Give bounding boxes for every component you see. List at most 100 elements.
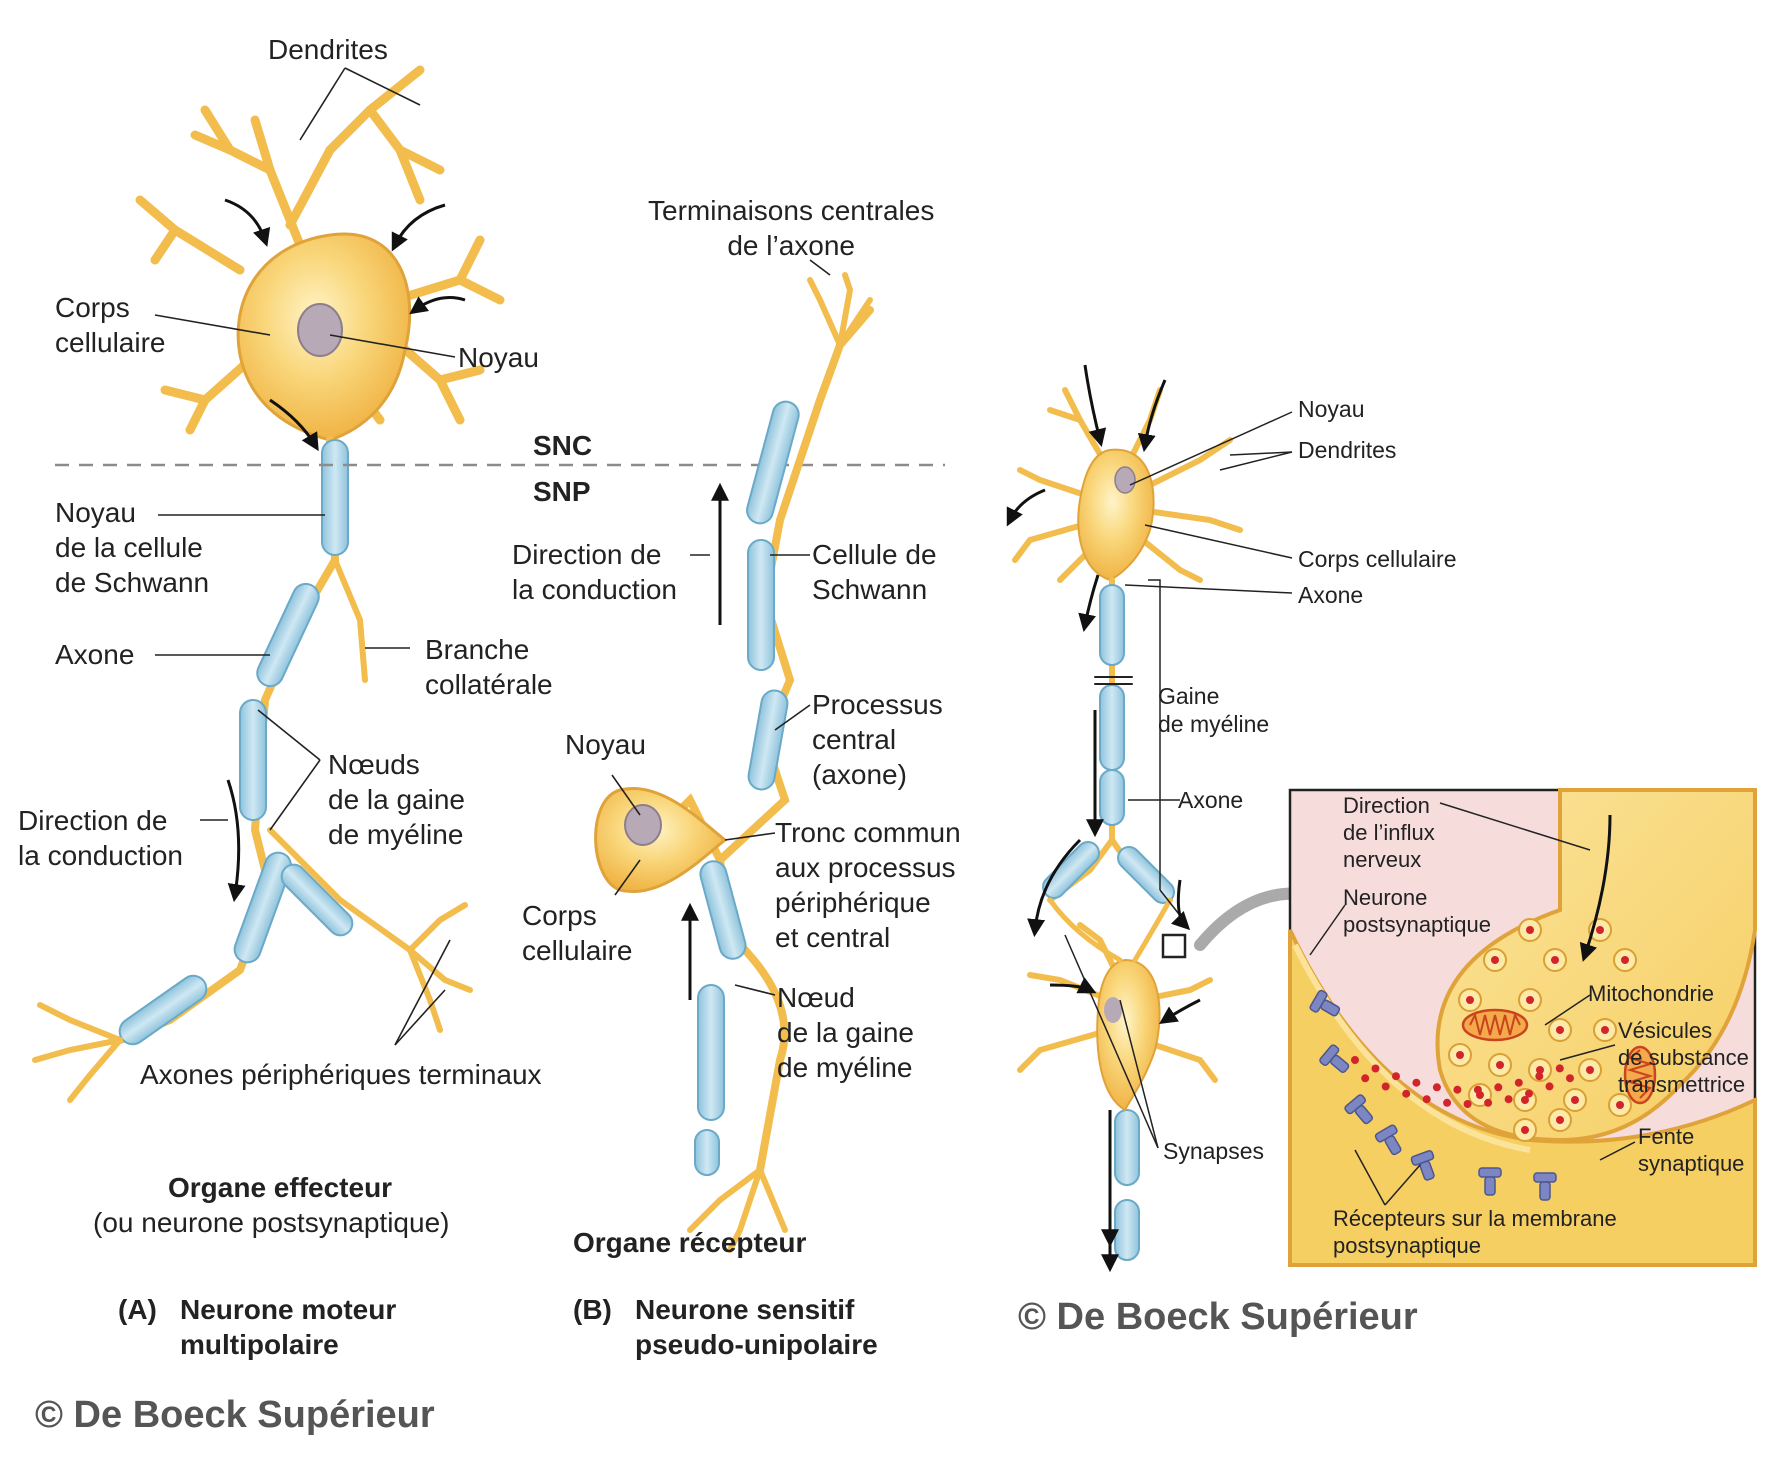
label-organe-effecteur-sub: (ou neurone postsynaptique) bbox=[93, 1207, 450, 1238]
neurotransmitter-dot bbox=[1381, 1082, 1390, 1091]
vesicle-core bbox=[1536, 1066, 1544, 1074]
neurotransmitter-dot bbox=[1402, 1089, 1411, 1098]
receptor-icon bbox=[1309, 989, 1557, 1201]
label-noyau: Noyau bbox=[458, 342, 539, 373]
label-processus-central: Processus central (axone) bbox=[812, 689, 943, 790]
label-snc: SNC bbox=[533, 430, 593, 461]
neurotransmitter-dot bbox=[1412, 1078, 1421, 1087]
vesicle-core bbox=[1551, 956, 1559, 964]
label-axones-terminaux: Axones périphériques terminaux bbox=[140, 1059, 542, 1090]
neurotransmitter-dot bbox=[1566, 1074, 1574, 1083]
panel-a-leaders bbox=[154, 67, 456, 1046]
vesicle-core bbox=[1526, 926, 1534, 934]
copyright-bottom: © De Boeck Supérieur bbox=[35, 1394, 435, 1436]
neurotransmitter-dots bbox=[1351, 1056, 1574, 1108]
receptor bbox=[1374, 1124, 1402, 1156]
label-noeud-b: Nœud de la gaine de myéline bbox=[777, 982, 915, 1083]
sensory-neuron bbox=[594, 272, 874, 1253]
vesicle-core bbox=[1456, 1051, 1464, 1059]
label-branche-collaterale: Branche collatérale bbox=[425, 634, 553, 700]
neurotransmitter-dot bbox=[1514, 1078, 1523, 1087]
myelin-sheath bbox=[694, 400, 800, 1176]
neurotransmitter-dot bbox=[1463, 1100, 1472, 1108]
vesicle-core bbox=[1521, 1126, 1529, 1134]
label-synapses: Synapses bbox=[1163, 1138, 1265, 1164]
label-corps-cellulaire: Corps cellulaire bbox=[55, 292, 166, 358]
neurotransmitter-dot bbox=[1361, 1074, 1370, 1083]
vesicle-core bbox=[1586, 1066, 1594, 1074]
vesicle-core bbox=[1496, 1061, 1504, 1069]
vesicle-core bbox=[1521, 1096, 1529, 1104]
myelin-sheath bbox=[118, 439, 354, 1046]
label-noyau-c: Noyau bbox=[1298, 396, 1365, 422]
label-vesicules: Vésicules de substance transmettrice bbox=[1618, 1018, 1749, 1097]
label-direction-conduction-b: Direction de la conduction bbox=[512, 539, 678, 605]
vesicle-core bbox=[1621, 956, 1629, 964]
neurotransmitter-dot bbox=[1443, 1098, 1452, 1107]
neurotransmitter-dot bbox=[1422, 1095, 1431, 1104]
neurotransmitter-dot bbox=[1392, 1072, 1400, 1081]
label-organe-recepteur: Organe récepteur bbox=[573, 1227, 807, 1258]
nucleus-icon bbox=[624, 804, 662, 846]
caption-b-text: Neurone sensitif pseudo-unipolaire bbox=[635, 1294, 878, 1360]
label-dendrites: Dendrites bbox=[268, 34, 388, 65]
neurotransmitter-dot bbox=[1494, 1083, 1503, 1092]
label-gaine-myeline: Gaine de myéline bbox=[1158, 683, 1270, 737]
label-snp: SNP bbox=[533, 476, 591, 507]
vesicle-core bbox=[1556, 1026, 1564, 1034]
label-corps-cellulaire-c: Corps cellulaire bbox=[1298, 546, 1457, 572]
receptor bbox=[1478, 1167, 1502, 1196]
receptor bbox=[1410, 1150, 1435, 1181]
vesicle-core bbox=[1596, 926, 1604, 934]
label-direction-conduction-a: Direction de la conduction bbox=[18, 805, 184, 871]
neuron-chain bbox=[1012, 387, 1325, 1261]
label-neurone-postsynaptique: Neurone postsynaptique bbox=[1343, 885, 1491, 937]
neurotransmitter-dot bbox=[1351, 1056, 1359, 1064]
receptor bbox=[1309, 989, 1341, 1017]
copyright-right: © De Boeck Supérieur bbox=[1018, 1296, 1418, 1338]
label-direction-influx: Direction de l’influx nerveux bbox=[1343, 793, 1435, 872]
mitochondria-icon bbox=[1461, 1008, 1657, 1105]
neurotransmitter-dot bbox=[1545, 1082, 1554, 1091]
label-fente-synaptique: Fente synaptique bbox=[1638, 1124, 1745, 1176]
vesicle-core bbox=[1616, 1101, 1624, 1109]
receptor bbox=[1319, 1044, 1350, 1073]
nucleus-icon bbox=[1114, 466, 1136, 494]
vesicle-core bbox=[1466, 996, 1474, 1004]
caption-a-text: Neurone moteur multipolaire bbox=[180, 1294, 397, 1360]
panel-b-leaders bbox=[611, 259, 831, 996]
neurotransmitter-dot bbox=[1432, 1083, 1441, 1092]
neurotransmitter-dot bbox=[1535, 1072, 1544, 1081]
panel-c-leaders bbox=[1064, 411, 1293, 1149]
label-mitochondrie: Mitochondrie bbox=[1588, 981, 1714, 1006]
vesicle-core bbox=[1571, 1096, 1579, 1104]
vesicle-core bbox=[1526, 996, 1534, 1004]
label-organe-effecteur: Organe effecteur bbox=[168, 1172, 393, 1203]
label-axone-c-mid: Axone bbox=[1178, 787, 1244, 813]
label-noyau-schwann: Noyau de la cellule de Schwann bbox=[55, 497, 210, 598]
receptor bbox=[1533, 1172, 1557, 1201]
neurotransmitter-dot bbox=[1555, 1064, 1564, 1073]
caption-b-letter: (B) bbox=[573, 1294, 612, 1325]
arrow-icon bbox=[681, 482, 729, 1000]
vesicle-core bbox=[1601, 1026, 1609, 1034]
dendrite-icon bbox=[135, 65, 505, 435]
motor-neuron bbox=[32, 65, 505, 1103]
neurotransmitter-dot bbox=[1504, 1095, 1513, 1104]
label-dendrites-c: Dendrites bbox=[1298, 437, 1397, 463]
neurotransmitter-dot bbox=[1371, 1064, 1380, 1073]
label-tronc-commun: Tronc commun aux processus périphérique … bbox=[775, 817, 961, 953]
vesicle-core bbox=[1491, 956, 1499, 964]
myelin-sheath bbox=[1042, 584, 1175, 1261]
nucleus-icon bbox=[297, 303, 343, 357]
arrow-icon bbox=[224, 198, 466, 903]
arrow-icon bbox=[1579, 814, 1612, 962]
neurotransmitter-dot bbox=[1525, 1089, 1533, 1098]
label-axone: Axone bbox=[55, 639, 135, 670]
caption-a-letter: (A) bbox=[118, 1294, 157, 1325]
label-cellule-schwann: Cellule de Schwann bbox=[812, 539, 937, 605]
label-axone-c-top: Axone bbox=[1298, 582, 1364, 608]
neurotransmitter-dot bbox=[1473, 1085, 1482, 1094]
